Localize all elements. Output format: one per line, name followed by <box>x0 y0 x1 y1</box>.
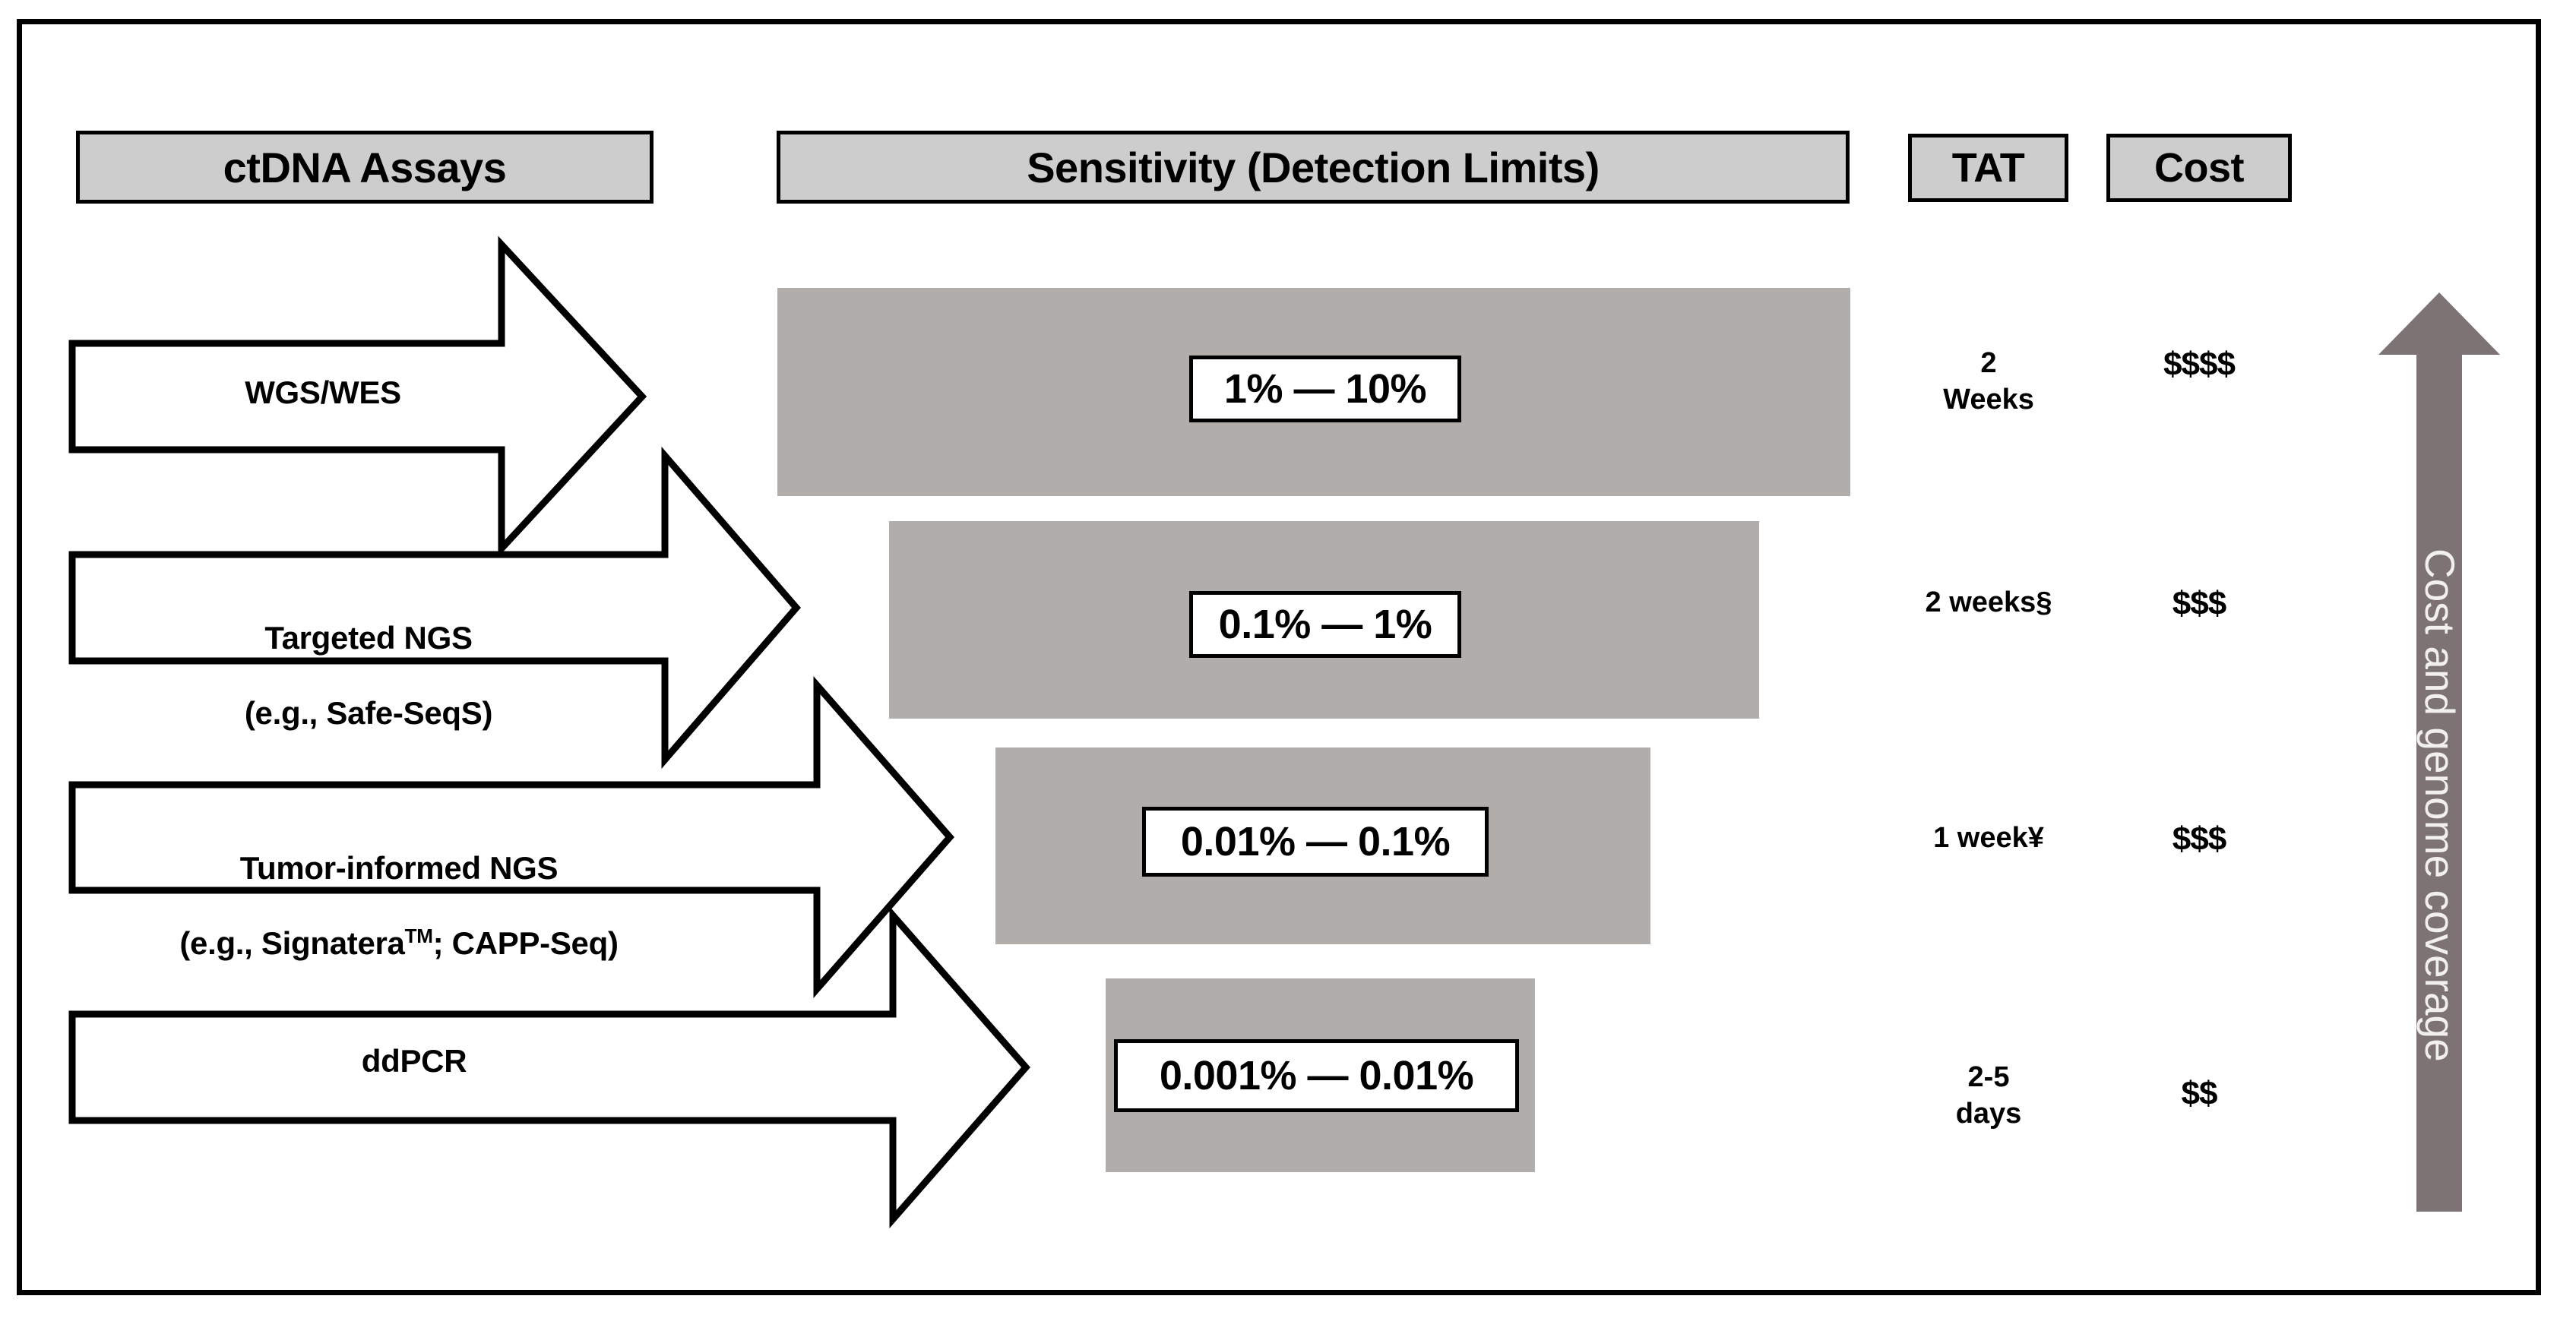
header-cost: Cost <box>2106 134 2292 202</box>
sensitivity-value-targeted-ngs: 0.1% — 1% <box>1189 591 1461 658</box>
assay-label-line1: Targeted NGS <box>264 619 473 656</box>
cost-value-targeted-ngs: $$$ <box>2172 585 2226 622</box>
sensitivity-value-wgs-wes: 1% — 10% <box>1189 356 1461 422</box>
tat-value-tumor-informed-ngs: 1 week¥ <box>1933 822 2044 854</box>
assay-label-line2: (e.g., Safe-SeqS) <box>244 694 493 731</box>
header-ctdna-assays: ctDNA Assays <box>76 131 653 204</box>
assay-label-targeted-ngs: Targeted NGS (e.g., Safe-SeqS) <box>72 581 665 770</box>
up-arrow-icon <box>2378 292 2500 1212</box>
assay-label-line2: (e.g., SignateraTM; CAPP-Seq) <box>179 924 619 961</box>
assay-label-tumor-informed-ngs: Tumor-informed NGS (e.g., SignateraTM; C… <box>72 811 726 1000</box>
sensitivity-value-ddpcr: 0.001% — 0.01% <box>1114 1039 1519 1112</box>
assay-label-wgs-wes: WGS/WES <box>245 375 401 410</box>
cost-genome-coverage-arrow <box>2378 292 2500 1212</box>
cost-value-ddpcr: $$ <box>2181 1075 2218 1112</box>
assay-label-ddpcr: ddPCR <box>361 1043 467 1079</box>
cost-value-wgs-wes: $$$$ <box>2163 346 2236 383</box>
header-sensitivity: Sensitivity (Detection Limits) <box>777 131 1850 204</box>
cost-value-tumor-informed-ngs: $$$ <box>2172 820 2226 858</box>
tat-value-ddpcr: 2-5 days <box>1955 1061 2022 1130</box>
sensitivity-value-tumor-informed-ngs: 0.01% — 0.1% <box>1142 807 1489 877</box>
tat-value-targeted-ngs: 2 weeks§ <box>1925 586 2052 618</box>
header-tat: TAT <box>1908 134 2068 202</box>
assay-label-line1: Tumor-informed NGS <box>239 849 559 886</box>
tat-value-wgs-wes: 2 Weeks <box>1943 347 2034 416</box>
